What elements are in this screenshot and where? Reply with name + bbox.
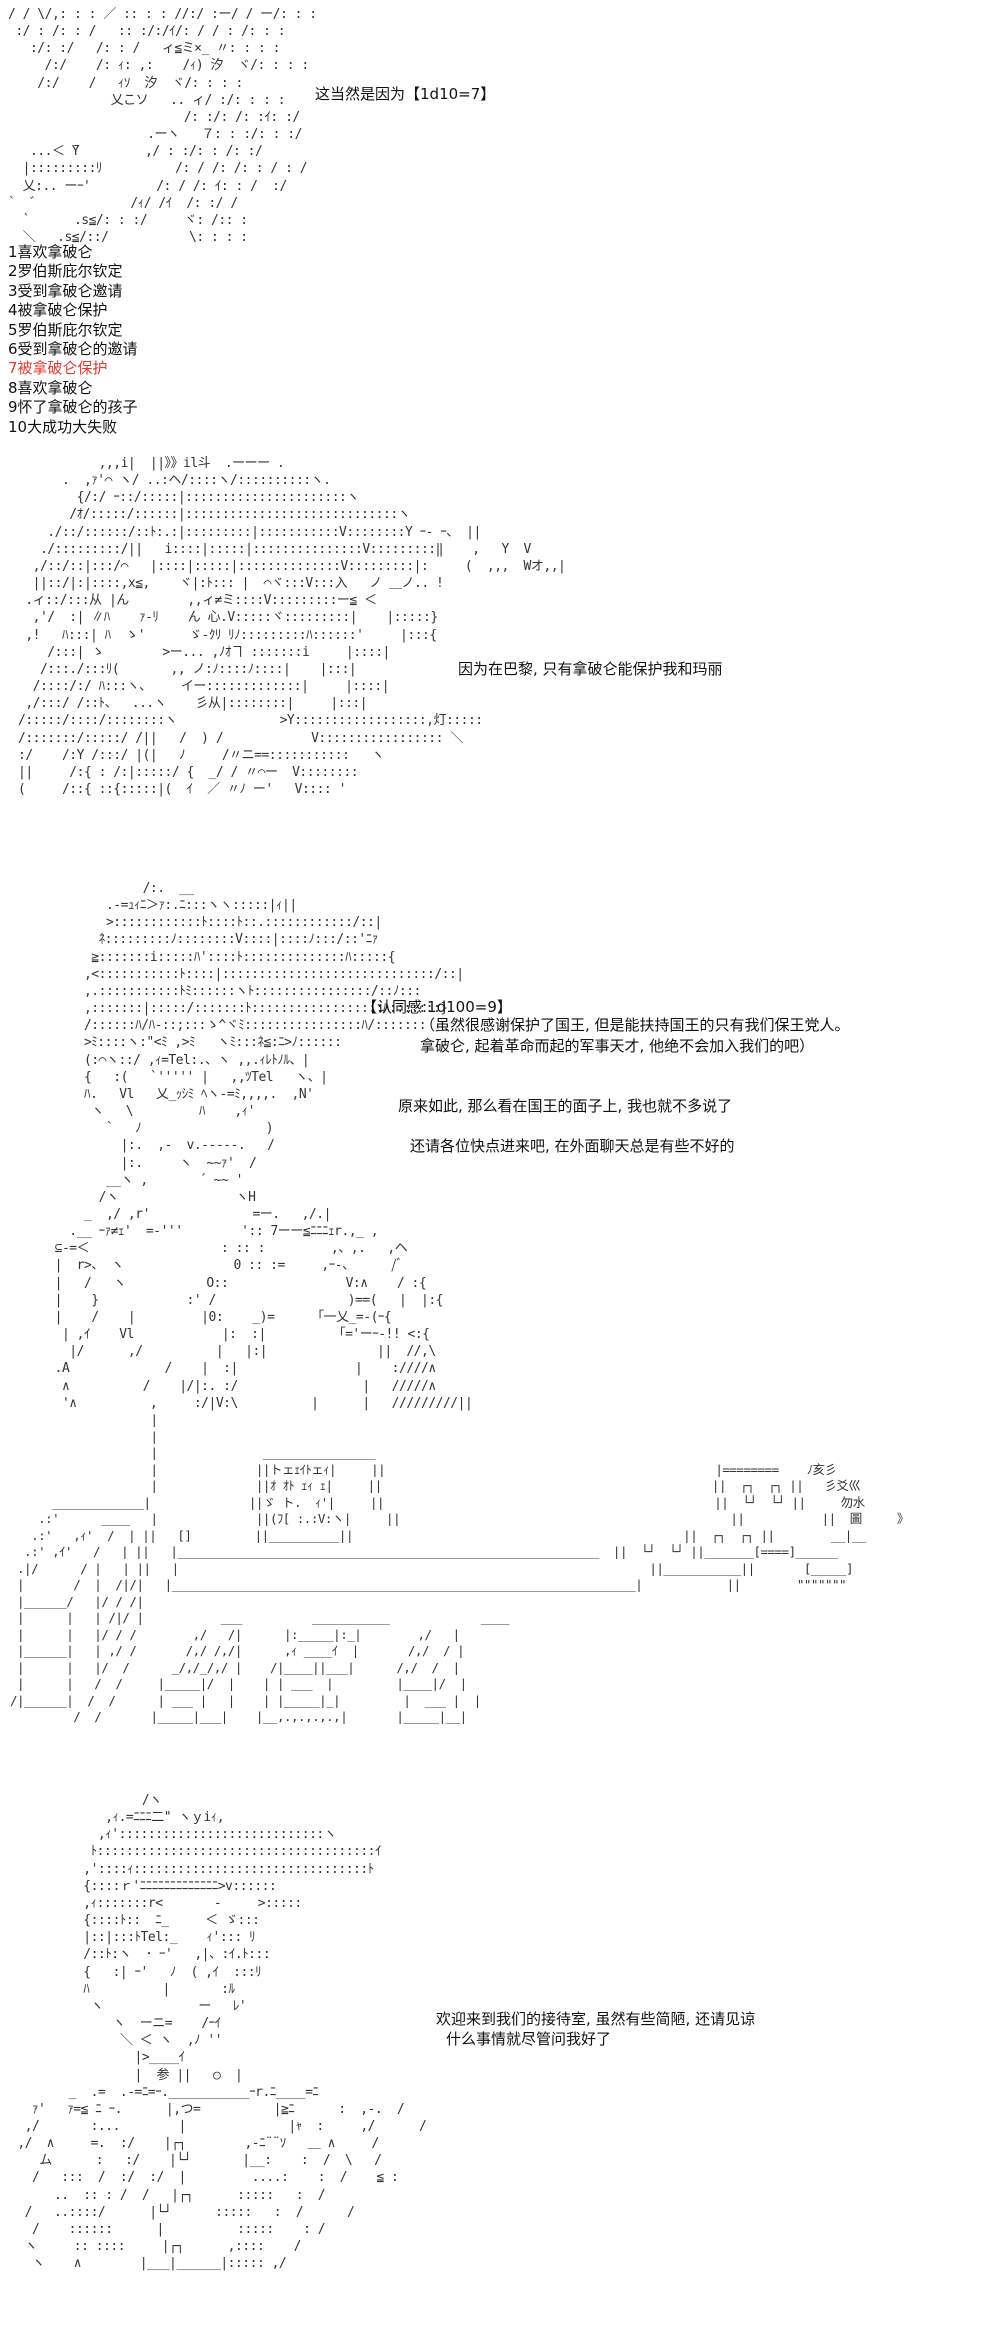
- dice-option: 9怀了拿破仑的孩子: [8, 398, 138, 417]
- dice-option: 8喜欢拿破仑: [8, 378, 93, 397]
- dialogue-kings-face: 原来如此, 那么看在国王的面子上, 我也就不多说了: [398, 1097, 733, 1115]
- roll-result-narration: 这当然是因为【1d10=7】: [315, 85, 496, 103]
- dialogue-welcome: 欢迎来到我们的接待室, 虽然有些简陋, 还请见谅: [436, 2010, 756, 2028]
- favor-roll-label: 【认同感:1d100=9】: [362, 998, 512, 1016]
- dice-option: 4被拿破仑保护: [8, 301, 108, 320]
- dialogue-napoleon-doubt: 拿破仑, 起着革命而起的军事天才, 他绝不会加入我们的吧）: [420, 1037, 815, 1055]
- dialogue-please-enter: 还请各位快点进来吧, 在外面聊天总是有些不好的: [410, 1137, 735, 1155]
- dialogue-thanks: （虽然很感谢保护了国王, 但是能扶持国王的只有我们保王党人。: [420, 1016, 850, 1034]
- dice-option: 6受到拿破仑的邀请: [8, 340, 138, 359]
- dice-option: 5罗伯斯庇尔钦定: [8, 320, 123, 339]
- character-ascii-art-4: /ヽ ,ｨ.=ﾆﾆﾆ二" ヽｙiｨ, ,ｨ'::::::::::::::::::…: [17, 1793, 427, 2272]
- character-ascii-art-3: /:. __ .-=ｭｨﾆ＞ｧ:.ﾆ:::ヽヽ:::::|ｨ|| >::::::…: [54, 881, 473, 1411]
- dialogue-paris: 因为在巴黎, 只有拿破仑能保护我和玛丽: [458, 660, 723, 678]
- character-ascii-art-1: / / \/,: : : ／ :: : : //:/ :ー/ / ー/: : :…: [8, 7, 317, 246]
- character-ascii-art-2: ,,,i| ||》》il斗 .ーーー . . ,ｧ'⌒ ヽ/ ..:ヘ/::::…: [18, 456, 566, 797]
- dice-option: 7被拿破仑保护: [8, 359, 108, 378]
- dialogue-ask-anything: 什么事情就尽管问我好了: [446, 2030, 612, 2048]
- reception-room-ascii-art: | | | ________________ | ||トェｪｲﾄェｨ| || |…: [10, 1412, 909, 1724]
- dice-option: 10大成功大失败: [8, 417, 118, 436]
- dice-option: 1喜欢拿破仑: [8, 243, 93, 261]
- dice-option: 3受到拿破仑邀请: [8, 281, 123, 300]
- dice-option: 2罗伯斯庇尔钦定: [8, 262, 123, 281]
